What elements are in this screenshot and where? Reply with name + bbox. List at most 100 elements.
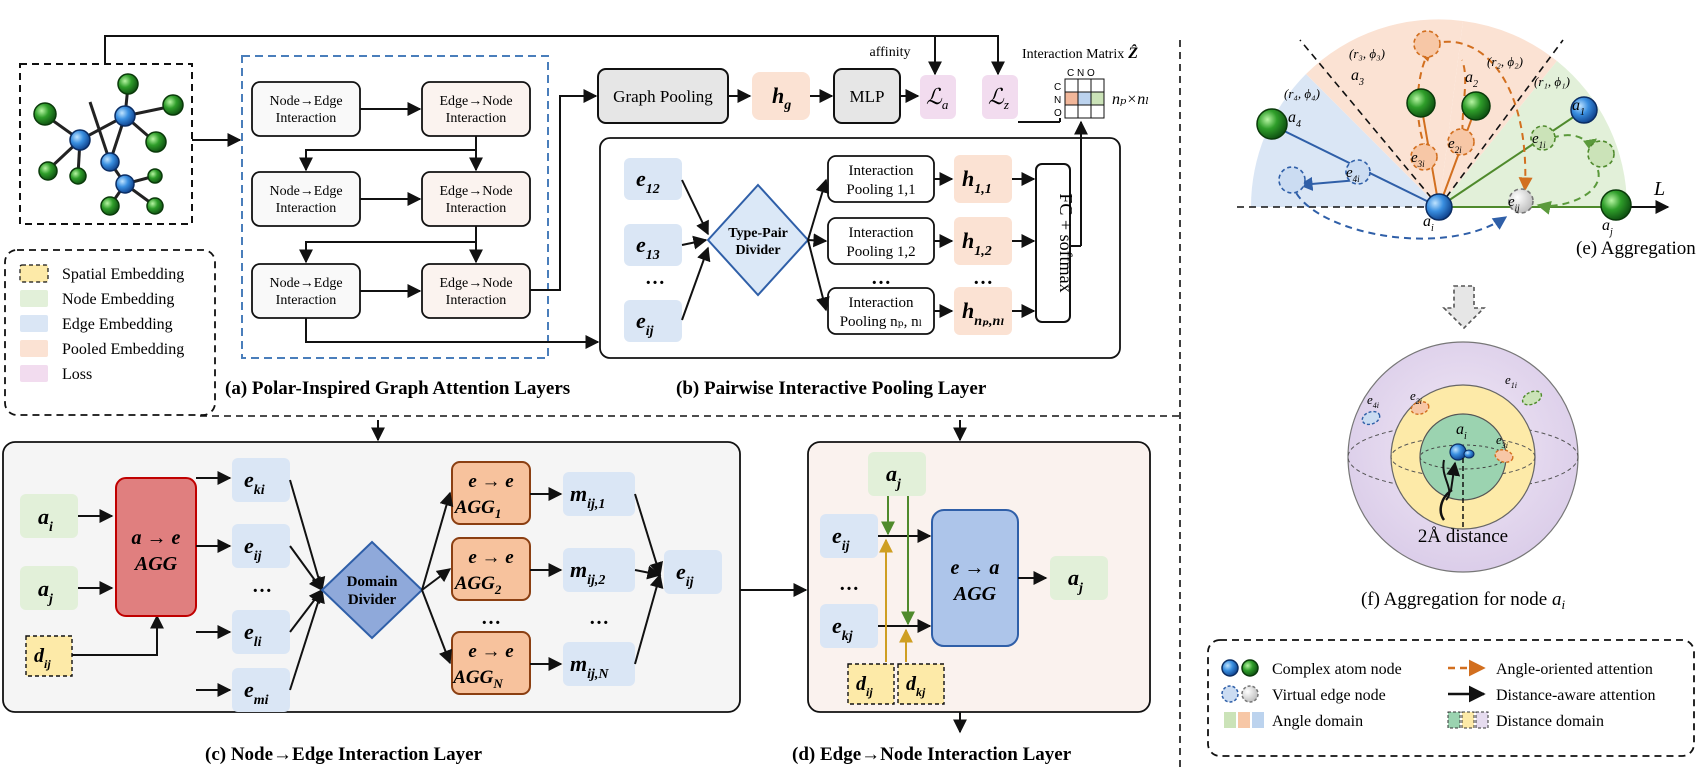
legend-item-label: Distance-aware attention — [1496, 687, 1655, 704]
block-line1: Edge→Node — [439, 184, 512, 199]
center-atom-label: ai — [1456, 421, 1467, 442]
legend-marker — [1241, 659, 1259, 677]
spatial-embedding-box — [897, 663, 945, 705]
legend-marker — [1241, 685, 1259, 703]
fc-softmax-label: FC + softmax — [1056, 193, 1076, 292]
polar-coordinate-label: (r₄, ϕ₄) — [1284, 86, 1320, 101]
legend-item-label: Angle-oriented attention — [1496, 661, 1653, 678]
legend-marker — [1221, 685, 1239, 703]
virtual-edge-node — [1278, 166, 1306, 194]
agg-line2: AGG — [952, 583, 997, 605]
interaction-block — [421, 171, 531, 227]
h-ellipsis: … — [973, 267, 993, 289]
atom-node — [1461, 91, 1491, 121]
agg-line1: e → e — [468, 641, 514, 662]
spatial-embedding-label: dkj — [906, 673, 926, 699]
pooled-embedding-box — [954, 155, 1012, 203]
block-line1: Edge→Node — [439, 276, 512, 291]
loss-a-label: ℒa — [926, 84, 949, 112]
node-embedding-box — [20, 566, 78, 610]
edge-node-label: e3i — [1496, 432, 1508, 450]
edge-embedding-box — [624, 224, 682, 266]
block-line2: Interaction — [446, 201, 507, 216]
caption-c: (c) Node→Edge Interaction Layer — [205, 744, 483, 765]
pool-sub: Pooling 1,2 — [846, 244, 915, 260]
node-output-box — [1050, 556, 1108, 600]
message-embedding-label: mij,1 — [570, 481, 605, 512]
dashed-separators — [200, 40, 1181, 767]
atom-node — [1256, 108, 1288, 140]
legend-swatch — [1224, 712, 1236, 728]
caption-a: (a) Polar-Inspired Graph Attention Layer… — [225, 378, 570, 399]
polar-coordinate-label: (r₂, ϕ₂) — [1487, 54, 1523, 69]
svg-text:C: C — [1054, 82, 1061, 93]
virtual-edge-node — [1345, 159, 1371, 185]
interaction-block — [251, 81, 361, 137]
pooled-embedding-box — [954, 287, 1012, 335]
edge-node-label: e2i — [1410, 388, 1422, 406]
pool-ellipsis: … — [871, 267, 891, 289]
edge-embedding-label: eki — [244, 467, 265, 498]
block-line2: Interaction — [276, 293, 337, 308]
mlp-label: MLP — [850, 87, 885, 106]
edge-node-label: eij — [1508, 194, 1520, 213]
atom-node — [1570, 96, 1598, 124]
loss-z-label: ℒz — [988, 84, 1009, 112]
edge-node-label: e1i — [1532, 131, 1546, 150]
edge-embedding-label: eij — [832, 523, 850, 554]
hg-label: hg — [772, 83, 791, 113]
virtual-edge-node — [1447, 128, 1475, 156]
atom-label: a3 — [1351, 67, 1364, 88]
atom-node — [1463, 449, 1475, 459]
axis-label: L — [1653, 178, 1665, 200]
block-line1: Edge→Node — [439, 94, 512, 109]
panel-b: Graph Pooling hg MLP ℒa ℒz affinity Inte… — [597, 43, 1149, 399]
legend-item-label: Node Embedding — [62, 291, 174, 308]
legend-swatch — [20, 365, 48, 382]
type-pair-divider-line2: Divider — [735, 243, 780, 258]
distance-label: 2Å distance — [1418, 526, 1508, 547]
pool-title: Interaction — [849, 163, 914, 179]
block-line2: Interaction — [276, 111, 337, 126]
pool-sub: Pooling 1,1 — [846, 182, 915, 198]
graph-pooling-label: Graph Pooling — [613, 87, 713, 106]
interaction-block — [421, 81, 531, 137]
node-embedding-label: aj — [38, 576, 53, 607]
caption-f: (f) Aggregation for node ai — [1361, 589, 1566, 612]
edge-embedding-box — [624, 300, 682, 342]
caption-b: (b) Pairwise Interactive Pooling Layer — [676, 378, 987, 399]
virtual-edge-node — [1410, 401, 1430, 415]
edge-node-label: e2i — [1448, 136, 1462, 155]
legend-swatch — [1461, 711, 1475, 729]
pool-sub: Pooling nₚ, nₗ — [840, 314, 923, 330]
edge-embedding-box — [820, 514, 878, 558]
edge-embedding-box — [232, 524, 290, 568]
message-embedding-box — [563, 642, 635, 686]
edge-ellipsis: … — [645, 267, 665, 289]
edge-embedding-label: eij — [244, 533, 262, 564]
legend-swatch — [19, 264, 49, 283]
edge-output-label: eij — [676, 559, 694, 590]
legend-right: Complex atom node Angle-oriented attentio… — [1207, 639, 1695, 757]
legend-swatch — [1475, 711, 1489, 729]
polar-coordinate-label: (r₃, ϕ₃) — [1349, 46, 1385, 61]
spatial-embedding-label: dij — [856, 673, 873, 699]
message-embedding-label: mij,2 — [570, 557, 605, 588]
legend-swatch — [20, 315, 48, 332]
svg-text:N: N — [1054, 95, 1061, 106]
caption-d: (d) Edge→Node Interaction Layer — [792, 744, 1072, 765]
agg-line1: e → e — [468, 547, 514, 568]
loss-feedback-lines — [104, 35, 1005, 76]
legend-item-label: Angle domain — [1272, 713, 1363, 730]
hollow-down-arrow — [1442, 285, 1486, 330]
type-pair-divider — [706, 183, 810, 297]
edge-embedding-box — [232, 610, 290, 654]
virtual-edge-node — [1530, 125, 1556, 151]
legend-item-label: Complex atom node — [1272, 661, 1402, 678]
